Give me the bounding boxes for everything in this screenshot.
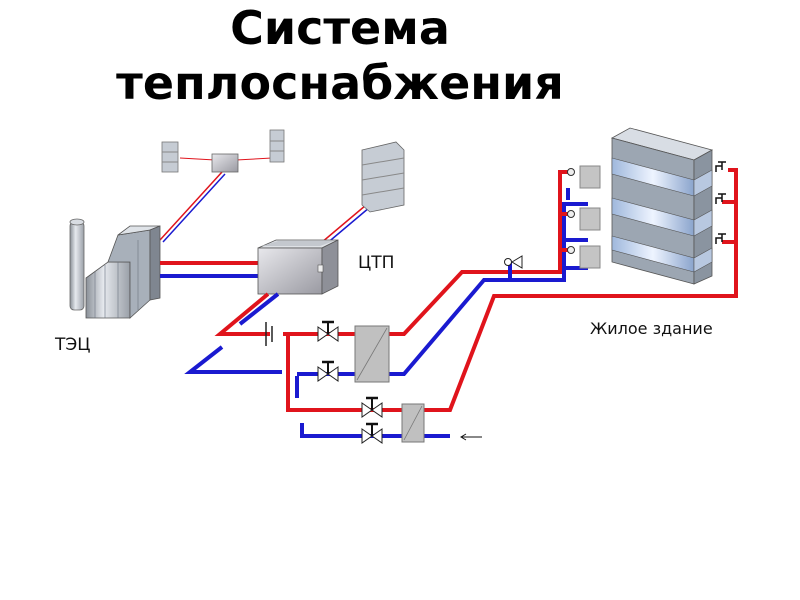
radiator-icon xyxy=(579,207,601,231)
diagram-title-line-2: теплоснабжения xyxy=(116,56,564,110)
heat-exchanger-icon xyxy=(401,403,425,443)
central-heating-substation-icon xyxy=(257,239,339,295)
water-tap-icon[interactable] xyxy=(715,193,726,204)
heat-exchanger-icon xyxy=(354,325,390,383)
thermostatic-valve-icon[interactable] xyxy=(567,246,575,254)
remote-building-1 xyxy=(161,141,179,173)
label-ctp: ЦТП xyxy=(358,253,394,273)
remote-substation xyxy=(211,153,239,173)
gate-valve-icon[interactable] xyxy=(317,320,339,342)
thermal-power-plant-icon xyxy=(69,218,161,319)
apartment-building-icon xyxy=(610,127,714,285)
thermostatic-valve-icon[interactable] xyxy=(567,168,575,176)
label-tec: ТЭЦ xyxy=(54,335,90,355)
distribution-lines-remote xyxy=(159,157,377,251)
gate-valve-icon[interactable] xyxy=(361,396,383,418)
circulation-pump-icon[interactable] xyxy=(504,255,523,269)
remote-building-2 xyxy=(269,129,285,163)
water-tap-icon[interactable] xyxy=(715,233,726,244)
label-building: Жилое здание xyxy=(590,319,713,338)
remote-building-3 xyxy=(361,141,405,213)
thermostatic-valve-icon[interactable] xyxy=(567,210,575,218)
radiator-icon xyxy=(579,245,601,269)
inlet-arrow-icon xyxy=(460,433,482,441)
diagram-title-line-1: Система xyxy=(230,1,450,55)
water-tap-icon[interactable] xyxy=(715,161,726,172)
gate-valve-icon[interactable] xyxy=(361,422,383,444)
gate-valve-icon[interactable] xyxy=(317,360,339,382)
radiator-icon xyxy=(579,165,601,189)
flange-joint-icon xyxy=(265,322,273,346)
